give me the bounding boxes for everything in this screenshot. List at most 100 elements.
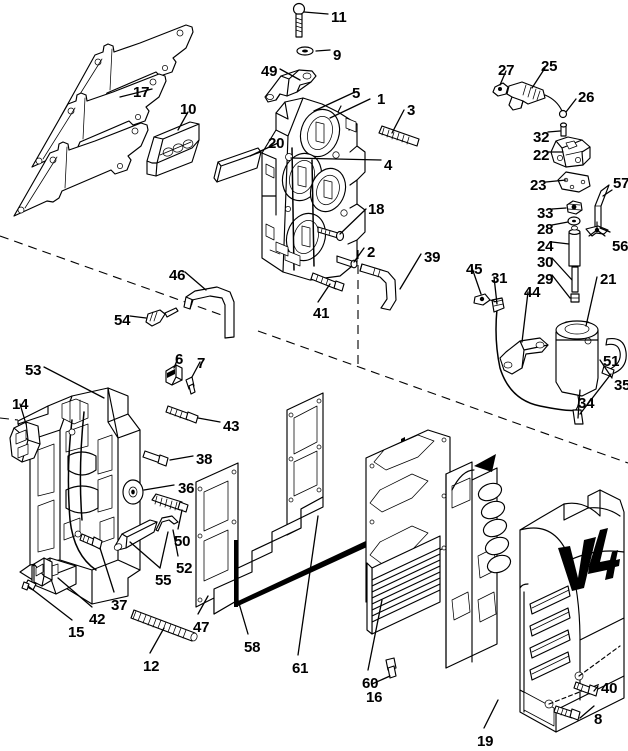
- callout-55: 55: [155, 572, 172, 589]
- callout-10: 10: [180, 101, 197, 118]
- callout-49: 49: [261, 63, 278, 80]
- cover-louvers: [529, 585, 571, 681]
- callout-34: 34: [578, 395, 595, 412]
- filter-bracket-44: [499, 337, 549, 375]
- callout-19: 19: [477, 733, 494, 750]
- hose-39: [359, 263, 397, 311]
- callout-18: 18: [368, 201, 385, 218]
- callout-24: 24: [537, 238, 554, 255]
- callout-45: 45: [466, 261, 483, 278]
- callout-6: 6: [175, 351, 184, 368]
- callout-3: 3: [407, 102, 416, 119]
- clip-56: [585, 221, 609, 237]
- callout-51: 51: [603, 353, 620, 370]
- callout-25: 25: [541, 58, 558, 75]
- callout-32: 32: [533, 129, 550, 146]
- callout-21: 21: [600, 271, 617, 288]
- callout-46: 46: [169, 267, 186, 284]
- callout-60: 60: [362, 675, 379, 692]
- washer-28: [567, 216, 581, 226]
- callout-5: 5: [352, 85, 361, 102]
- callout-29: 29: [537, 271, 554, 288]
- gasket-plate-47: [195, 462, 239, 615]
- callout-15: 15: [68, 624, 85, 641]
- gasket-61: [213, 392, 324, 615]
- callout-35: 35: [614, 377, 628, 394]
- callout-7: 7: [197, 355, 206, 372]
- tube-46: [183, 286, 235, 339]
- screw-8: [553, 705, 581, 721]
- pump-gasket-23: [557, 171, 591, 193]
- roller-36: [122, 479, 144, 505]
- fitting-2: [336, 255, 358, 269]
- callout-39: 39: [424, 249, 441, 266]
- link-rod-50: [151, 493, 189, 513]
- grommet-mount-14: [9, 421, 41, 463]
- callout-43: 43: [223, 418, 240, 435]
- leader-lines: [19, 11, 613, 729]
- callout-8: 8: [594, 711, 603, 728]
- callout-58: 58: [244, 639, 261, 656]
- callout-16: 16: [366, 689, 383, 706]
- pin-37: [79, 533, 103, 550]
- screw-40: [573, 681, 599, 697]
- nut-29: [570, 293, 580, 303]
- clip-52: [155, 515, 179, 532]
- callout-54: 54: [114, 312, 131, 329]
- reed-block-10: [146, 121, 200, 177]
- callout-14: 14: [12, 396, 29, 413]
- callout-27: 27: [498, 62, 515, 79]
- spacer-30: [571, 266, 579, 293]
- callout-38: 38: [196, 451, 213, 468]
- reed-plate-20: [213, 147, 262, 183]
- screw-7: [185, 376, 196, 395]
- callout-50: 50: [174, 533, 191, 550]
- screw-16: [385, 657, 397, 679]
- callout-37: 37: [111, 597, 128, 614]
- bolt-11: [292, 2, 306, 38]
- callout-36: 36: [178, 480, 195, 497]
- fuel-pump-body-22: [550, 136, 591, 168]
- v4-badge: [558, 528, 620, 591]
- callout-20: 20: [268, 135, 285, 152]
- fuel-filter-21: [555, 320, 599, 411]
- callout-11: 11: [331, 9, 347, 26]
- callout-40: 40: [601, 680, 618, 697]
- screw-32: [559, 122, 568, 137]
- bracket-42: [33, 557, 53, 587]
- callout-30: 30: [537, 254, 554, 271]
- gasket-stack-17: [13, 24, 194, 217]
- callout-17: 17: [133, 84, 150, 101]
- carburetor-body-1: [261, 97, 366, 281]
- callout-57: 57: [613, 175, 628, 192]
- callout-4: 4: [384, 157, 393, 174]
- fitting-54: [145, 307, 179, 327]
- clip-bracket-6: [165, 364, 183, 386]
- washer-9: [296, 46, 314, 56]
- bolt-43: [165, 405, 199, 424]
- lever-arm-49: [264, 69, 317, 103]
- stud-24: [568, 225, 581, 267]
- linkage-pin-4: [285, 153, 293, 161]
- callout-12: 12: [143, 658, 160, 675]
- nut-33: [566, 200, 583, 215]
- callout-26: 26: [578, 89, 595, 106]
- bolt-41: [310, 272, 345, 292]
- callout-1: 1: [377, 91, 386, 108]
- callout-42: 42: [89, 611, 106, 628]
- callout-33: 33: [537, 205, 554, 222]
- callout-61: 61: [292, 660, 309, 677]
- terminal-45: [473, 293, 498, 306]
- callout-22: 22: [533, 147, 550, 164]
- callout-56: 56: [612, 238, 628, 255]
- callout-28: 28: [537, 221, 554, 238]
- callout-44: 44: [524, 284, 541, 301]
- callout-53: 53: [25, 362, 42, 379]
- callout-2: 2: [367, 244, 376, 261]
- screw-38: [142, 450, 169, 467]
- clamp-27: [492, 82, 509, 97]
- screw-26: [544, 94, 568, 119]
- bushing-55: [113, 519, 158, 551]
